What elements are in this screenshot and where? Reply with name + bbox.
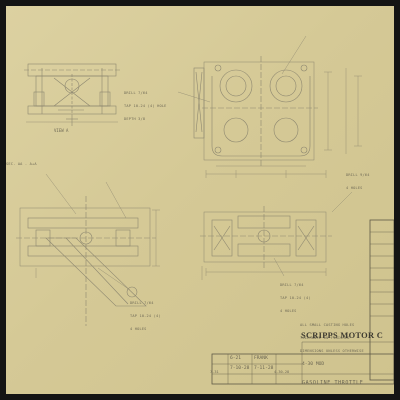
top-left-elevation-view <box>24 63 120 126</box>
general-note: ALL SMALL CASTING HOLES TOLERANCE ON FIN… <box>300 322 364 354</box>
drill-note-top-left: DRILL 7/64 TAP 10-24 (4) HOLE DEPTH 3/8 <box>124 90 167 122</box>
blueprint-sheet <box>6 6 394 394</box>
title-field-4: 4-30 MOD <box>302 362 325 367</box>
title-block <box>211 219 394 385</box>
bottom-left-section-view <box>16 173 160 326</box>
top-right-plan-view <box>177 35 362 178</box>
company-name: SCRIPPS MOTOR C <box>301 331 384 340</box>
drawing-title: GASOLINE THROTTLE <box>302 380 364 386</box>
bottom-middle-elevation-view <box>200 191 353 280</box>
title-field-3: 7-11-28 <box>254 366 274 371</box>
drill-note-right: DRILL 9/64 4 HOLES <box>346 172 370 191</box>
title-field-2: 7-10-28 <box>230 366 250 371</box>
technical-drawing <box>16 35 394 385</box>
title-field-0: 6-21 <box>230 356 242 361</box>
drill-note-bottom-middle: DRILL 7/64 TAP 10-24 (4) 4 HOLES <box>280 282 311 314</box>
title-field-5: 7-31 <box>210 370 219 374</box>
drill-note-bottom-left: DRILL 7/64 TAP 10-24 (4) 4 HOLES <box>130 300 161 332</box>
section-label: SEC. AA - A+A <box>6 162 37 166</box>
title-field-1: FRANK <box>254 356 268 361</box>
title-field-6: 4-30-28 <box>274 370 290 374</box>
view-label: VIEW A <box>54 128 69 133</box>
